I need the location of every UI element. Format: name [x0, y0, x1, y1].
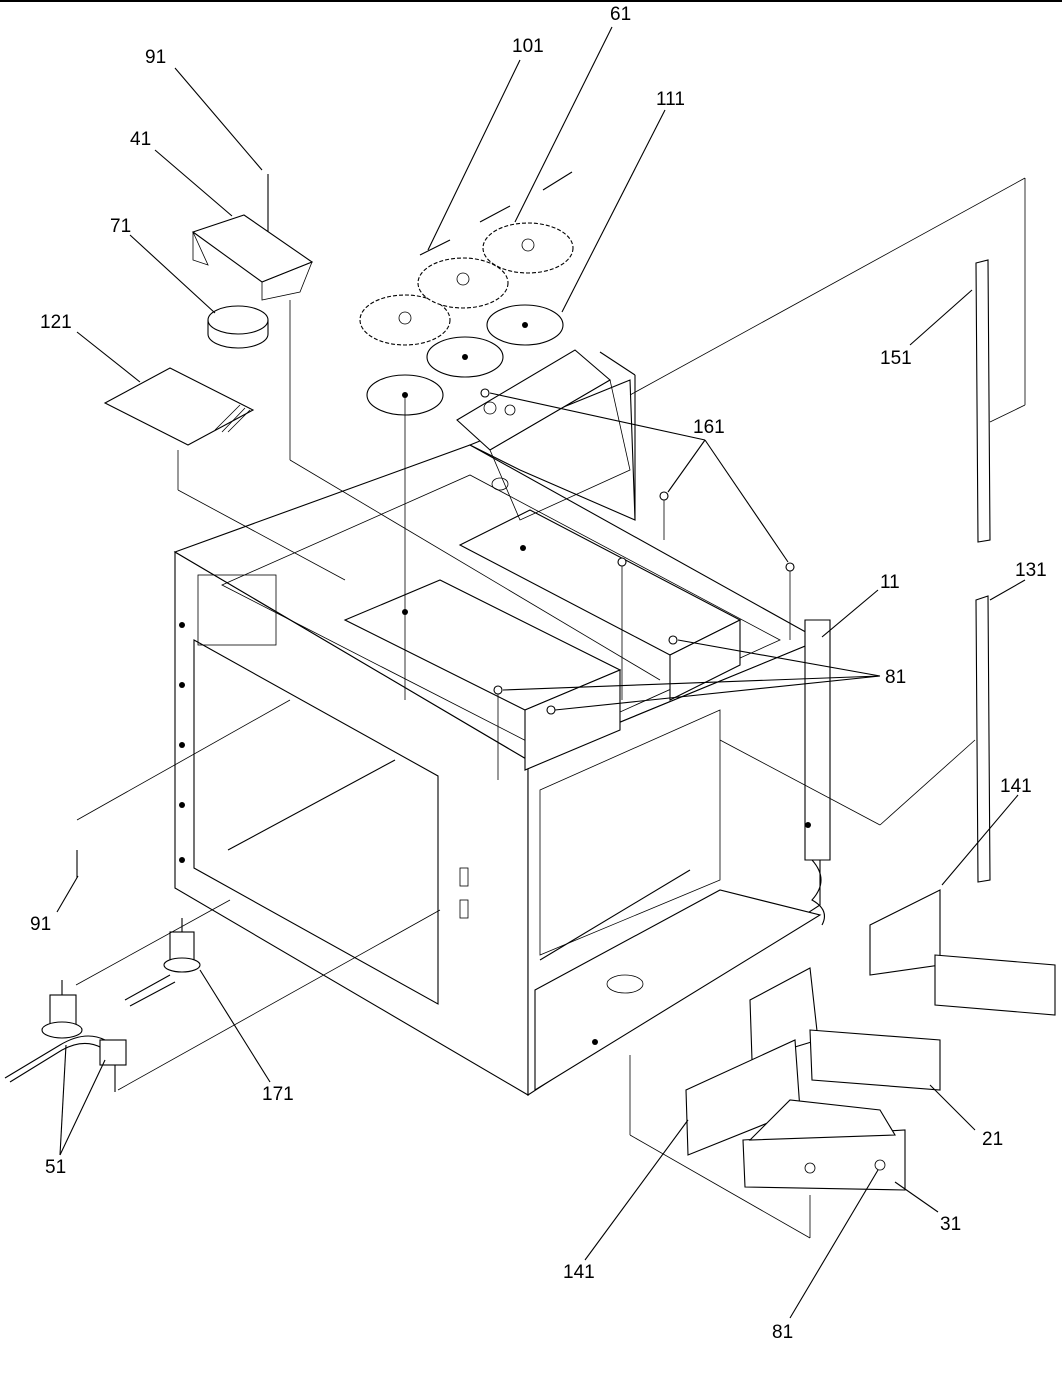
- callout-31: 31: [940, 1214, 961, 1235]
- callout-161: 161: [693, 417, 725, 438]
- screw-fasteners: [480, 388, 795, 780]
- seal-strips: [629, 177, 1026, 883]
- callout-141-right: 141: [1000, 776, 1032, 797]
- igniter-assembly: [4, 699, 441, 1092]
- callout-111: 111: [656, 89, 685, 110]
- callout-131: 131: [1015, 560, 1047, 581]
- callout-91-left: 91: [30, 914, 51, 935]
- callout-91-top: 91: [145, 47, 166, 68]
- callout-121: 121: [40, 312, 72, 333]
- callout-21: 21: [982, 1129, 1003, 1150]
- callout-61: 61: [610, 4, 631, 25]
- callout-101: 101: [512, 36, 544, 57]
- callout-71: 71: [110, 216, 131, 237]
- callout-151: 151: [880, 348, 912, 369]
- callout-171: 171: [262, 1084, 294, 1105]
- callout-81-mid: 81: [885, 667, 906, 688]
- callout-81-bottom: 81: [772, 1322, 793, 1343]
- motor-bracket-assembly: [191, 174, 661, 681]
- burner-shields: [629, 889, 1056, 1239]
- cabinet-frame: [173, 351, 831, 1097]
- callout-labels: 91 41 71 121 101 61 111 151 161 11 131 8…: [30, 4, 1047, 1343]
- gear-assembly: [359, 171, 574, 700]
- callout-51: 51: [45, 1157, 66, 1178]
- top-rear-bracket: [456, 349, 631, 521]
- leader-lines: [56, 26, 1026, 1319]
- label-sheet: [103, 367, 346, 581]
- callout-41: 41: [130, 129, 151, 150]
- callout-141-bottom: 141: [563, 1262, 595, 1283]
- callout-11: 11: [880, 572, 900, 593]
